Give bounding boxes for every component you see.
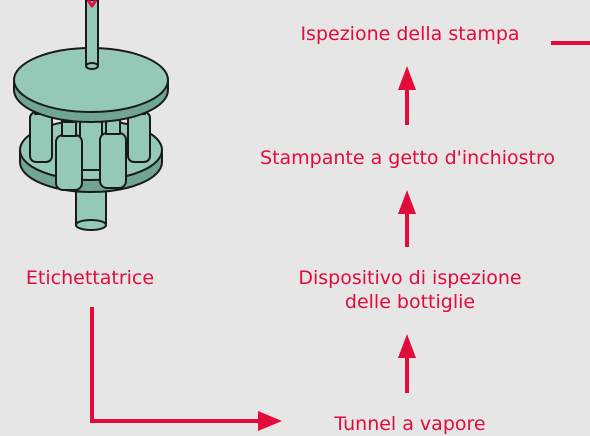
arrowhead-to-tunnel (258, 411, 282, 431)
label-device-line1: Dispositivo di ispezione (298, 267, 522, 289)
connector-labeler-to-tunnel (90, 307, 260, 423)
label-inspection-device: Dispositivo di ispezione delle bottiglie (250, 266, 570, 314)
label-device-line2: delle bottiglie (344, 291, 476, 313)
label-printer: Stampante a getto d'inchiostro (260, 147, 555, 169)
label-inspection: Ispezione della stampa (300, 23, 520, 45)
label-labeler: Etichettatrice (25, 267, 155, 289)
label-tunnel: Tunnel a vapore (334, 413, 486, 435)
